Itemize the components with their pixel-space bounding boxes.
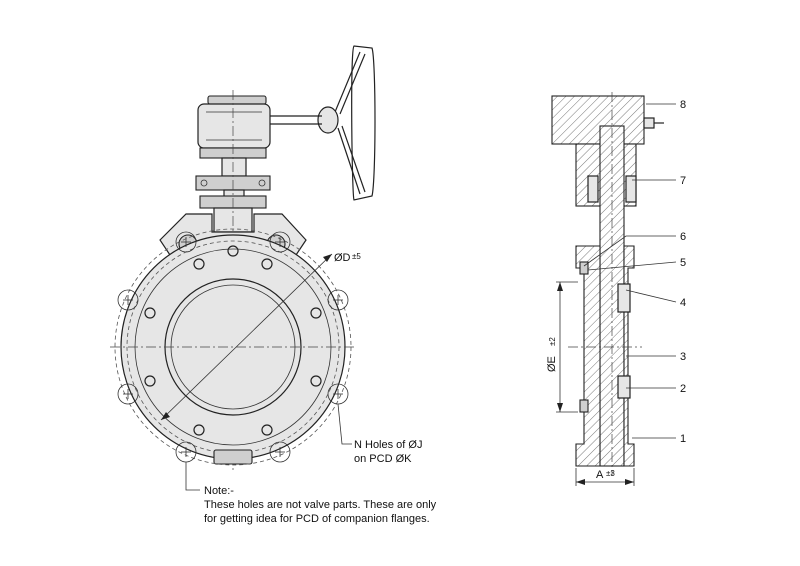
dia-d-tolerance: ±5 [352, 252, 361, 261]
handwheel [268, 45, 376, 201]
actuator-section [551, 95, 645, 145]
gearbox [195, 90, 271, 470]
note-title: Note:- [204, 485, 234, 497]
part-number-8: 8 [680, 99, 686, 111]
front-view: ØD ±5 N Holes of ØJ on PCD ØK [110, 45, 422, 491]
part-number-7: 7 [680, 175, 686, 187]
pcd-circle [114, 228, 352, 466]
part-number-5: 5 [680, 257, 686, 269]
body-bolt-holes [144, 245, 322, 436]
holes-label-line2: on PCD ØK [354, 453, 412, 465]
note-line2: for getting idea for PCD of companion fl… [204, 513, 430, 525]
holes-leader [337, 403, 352, 445]
part-number-4: 4 [680, 297, 686, 309]
body-section-left [575, 245, 601, 467]
holes-label-line1: N Holes of ØJ [354, 439, 422, 451]
dia-e-tolerance: ±2 [548, 337, 557, 346]
part-number-3: 3 [680, 351, 686, 363]
part-number-6: 6 [680, 231, 686, 243]
dim-a-label: A [596, 469, 604, 481]
dia-d-dimension-line [160, 253, 333, 421]
companion-flange-holes [117, 231, 349, 463]
part-number-2: 2 [680, 383, 686, 395]
note-line1: These holes are not valve parts. These a… [204, 499, 437, 511]
part-leaders [583, 103, 677, 439]
dia-e-label: ØE [546, 356, 558, 372]
side-section-view: ØE ±2 A ±3 8 7 6 5 4 3 2 1 [546, 92, 686, 486]
dim-a-tolerance: ±3 [606, 469, 615, 478]
dia-d-label: ØD [334, 252, 351, 264]
part-number-1: 1 [680, 433, 686, 445]
note-leader [185, 462, 200, 491]
